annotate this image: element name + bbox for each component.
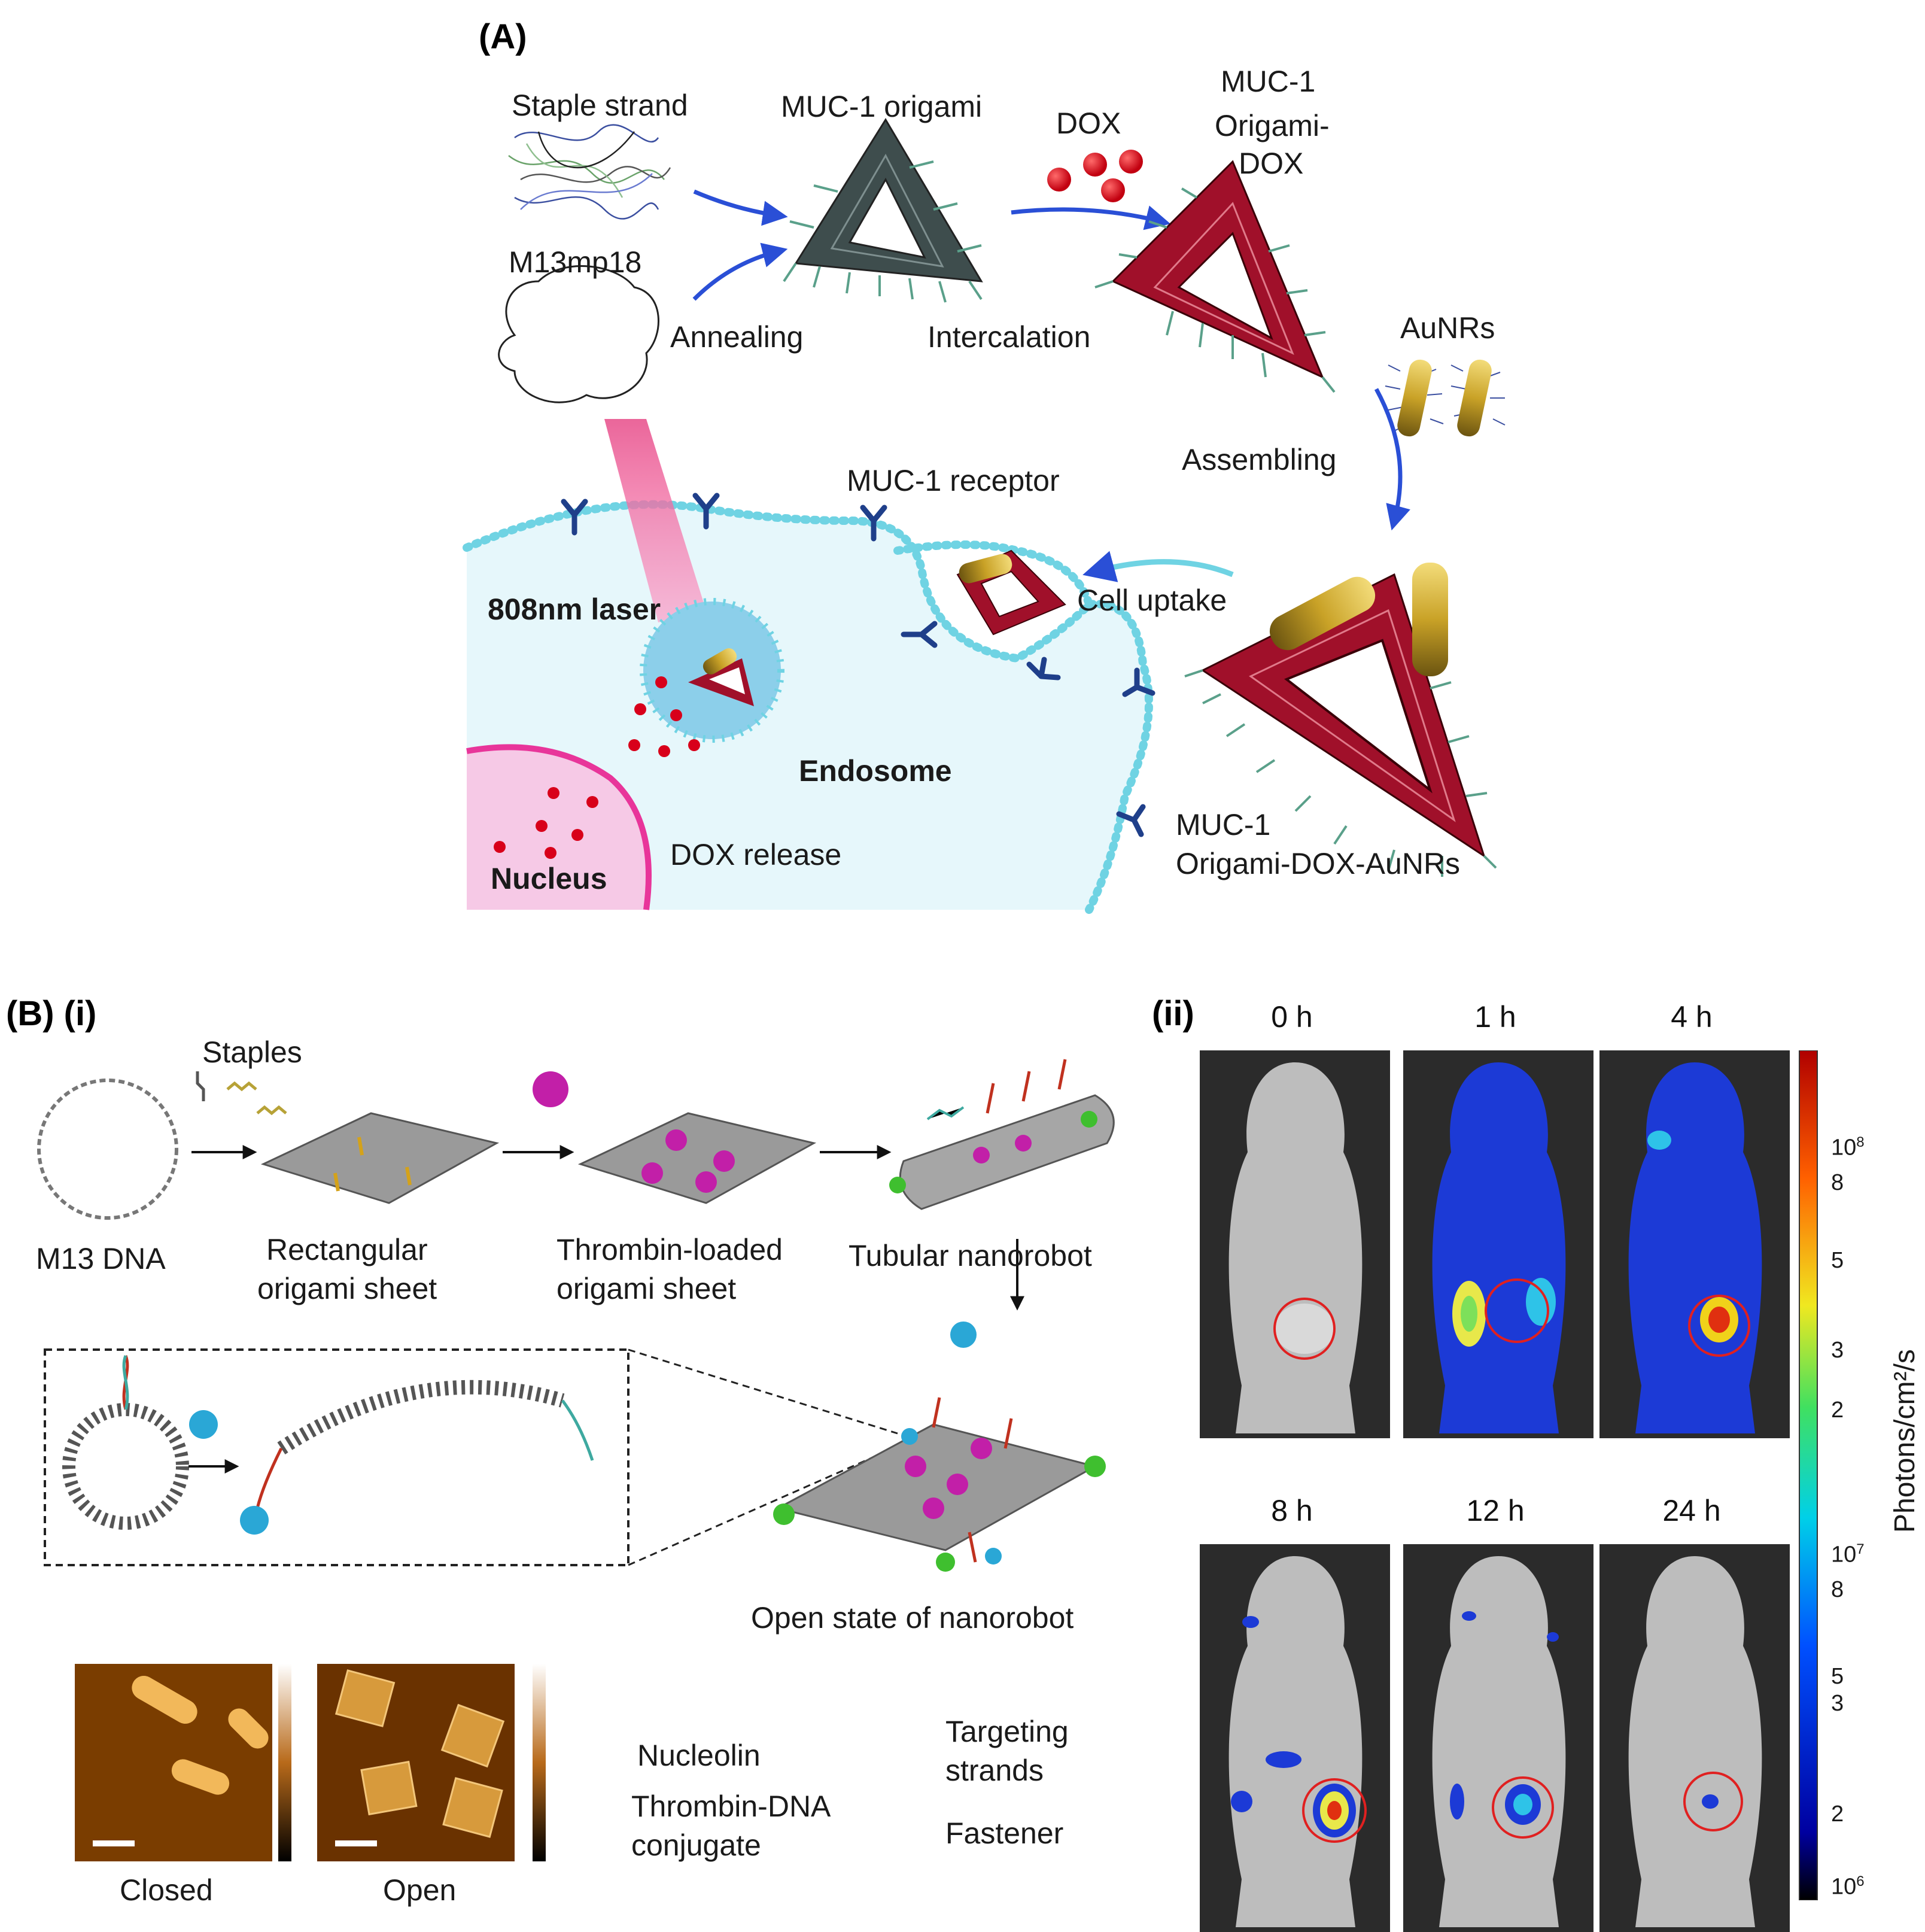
- legend-nucleolin: Nucleolin: [637, 1739, 761, 1772]
- m13-dna-circle: [37, 1079, 178, 1220]
- tick-8b: 8: [1831, 1577, 1844, 1602]
- laser-label: 808nm laser: [488, 593, 661, 626]
- rect-sheet-label-1: Rectangular: [266, 1233, 428, 1266]
- afm-closed-colorbar: [278, 1664, 291, 1861]
- closed-label: Closed: [120, 1873, 213, 1907]
- staple-strand-label: Staple strand: [512, 89, 688, 122]
- tubular-label: Tubular nanorobot: [849, 1239, 1092, 1272]
- thrombin-sheet-label-1: Thrombin-loaded: [556, 1233, 783, 1266]
- legend-thrombin-dna-2: conjugate: [631, 1828, 761, 1862]
- staples-icon: [196, 1071, 287, 1116]
- muc1-receptor-label: MUC-1 receptor: [847, 464, 1060, 497]
- open-state-label: Open state of nanorobot: [751, 1601, 1074, 1635]
- nucleus: [466, 744, 652, 910]
- released-dox: [628, 676, 700, 757]
- assembling-label: Assembling: [1182, 443, 1337, 476]
- tick-5a: 5: [1831, 1248, 1844, 1273]
- time-label-1h: 1 h: [1474, 1000, 1516, 1034]
- muc1-origami-dox-label-1: MUC-1: [1221, 65, 1316, 98]
- aunrs-label: AuNRs: [1400, 311, 1495, 345]
- staples-label: Staples: [202, 1035, 302, 1069]
- cell-uptake-label: Cell uptake: [1077, 584, 1227, 617]
- laser-beam: [604, 419, 706, 622]
- m13mp18-loop: [498, 265, 659, 403]
- muc1-origami-dox-label-2: Origami-: [1215, 109, 1330, 142]
- afm-open-image: [317, 1664, 515, 1861]
- muc1-origami-triangle: [783, 118, 983, 303]
- annealing-label: Annealing: [670, 320, 804, 354]
- time-label-0h: 0 h: [1271, 1000, 1313, 1034]
- colorbar-ticks: 108 8 5 3 2 107 8 5 3 2 106: [1831, 1050, 1891, 1900]
- tick-2a: 2: [1831, 1398, 1844, 1423]
- tubular-nanorobot: [889, 1059, 1115, 1210]
- afm-closed-image: [75, 1664, 272, 1861]
- mouse-image-4h: [1599, 1050, 1790, 1438]
- nucleus-label: Nucleus: [491, 862, 607, 895]
- tick-5b: 5: [1831, 1664, 1844, 1689]
- thrombin-sheet-label-2: origami sheet: [556, 1272, 737, 1305]
- uptake-triangle: [956, 549, 1066, 636]
- panel-b-i-diagram: [37, 1059, 1115, 1572]
- mouse-image-0h: [1200, 1050, 1390, 1438]
- time-label-8h: 8 h: [1271, 1494, 1313, 1527]
- muc1-origami-dox-triangle: [1094, 160, 1336, 393]
- final-product-label-2: Origami-DOX-AuNRs: [1176, 847, 1461, 880]
- time-label-24h: 24 h: [1662, 1494, 1721, 1527]
- intercalation-label: Intercalation: [927, 320, 1091, 354]
- panel-b-ii-tag: (ii): [1152, 994, 1194, 1033]
- aunrs-icon: [1385, 359, 1506, 437]
- thrombin-loaded-sheet: [577, 1112, 817, 1204]
- panel-a-diagram: [463, 118, 1506, 914]
- afm-open-colorbar: [533, 1664, 546, 1861]
- panel-a-tag: (A): [479, 17, 527, 56]
- mouse-image-1h: [1403, 1050, 1593, 1438]
- photons-colorbar: [1799, 1050, 1818, 1900]
- tick-1e7: 107: [1831, 1541, 1865, 1568]
- rect-sheet-label-2: origami sheet: [257, 1272, 437, 1305]
- legend-targeting-2: strands: [945, 1754, 1044, 1787]
- dox-label: DOX: [1056, 107, 1121, 140]
- dox-release-label: DOX release: [670, 838, 842, 871]
- muc1-origami-label: MUC-1 origami: [781, 90, 983, 123]
- legend-thrombin-dna-1: Thrombin-DNA: [631, 1790, 831, 1823]
- dox-dots: [1047, 150, 1143, 202]
- muc1-origami-dox-label-3: DOX: [1239, 147, 1304, 180]
- time-label-4h: 4 h: [1671, 1000, 1713, 1034]
- tick-1e6: 106: [1831, 1873, 1865, 1900]
- mouse-image-8h: [1200, 1544, 1390, 1932]
- legend-targeting-1: Targeting: [945, 1715, 1069, 1748]
- tick-2b: 2: [1831, 1802, 1844, 1827]
- open-label: Open: [383, 1873, 457, 1907]
- closed-loop-schematic: [62, 1355, 189, 1530]
- origami-dox-aunrs-triangle: [1184, 563, 1497, 877]
- tick-3b: 3: [1831, 1691, 1844, 1716]
- endosome-label: Endosome: [799, 754, 952, 788]
- staple-strand-tangle: [508, 124, 671, 220]
- inset-box: [44, 1348, 629, 1566]
- rectangular-sheet: [260, 1112, 500, 1204]
- mouse-image-24h: [1599, 1544, 1790, 1932]
- muc1-receptors: [561, 493, 1155, 837]
- open-strand-schematic: [240, 1380, 594, 1535]
- time-label-12h: 12 h: [1466, 1494, 1525, 1527]
- final-product-label-1: MUC-1: [1176, 808, 1271, 842]
- m13-dna-label: M13 DNA: [36, 1242, 166, 1275]
- open-state-nanorobot: [773, 1397, 1106, 1572]
- tick-8a: 8: [1831, 1170, 1844, 1195]
- tick-3a: 3: [1831, 1338, 1844, 1363]
- m13mp18-label: M13mp18: [509, 245, 642, 279]
- colorbar-axis-label: Photons/cm²/s: [1888, 1349, 1921, 1533]
- tick-1e8: 108: [1831, 1134, 1865, 1161]
- legend-fastener: Fastener: [945, 1816, 1064, 1850]
- endosome: [640, 598, 784, 743]
- panel-b-i-tag: (B) (i): [6, 994, 97, 1033]
- mouse-image-12h: [1403, 1544, 1593, 1932]
